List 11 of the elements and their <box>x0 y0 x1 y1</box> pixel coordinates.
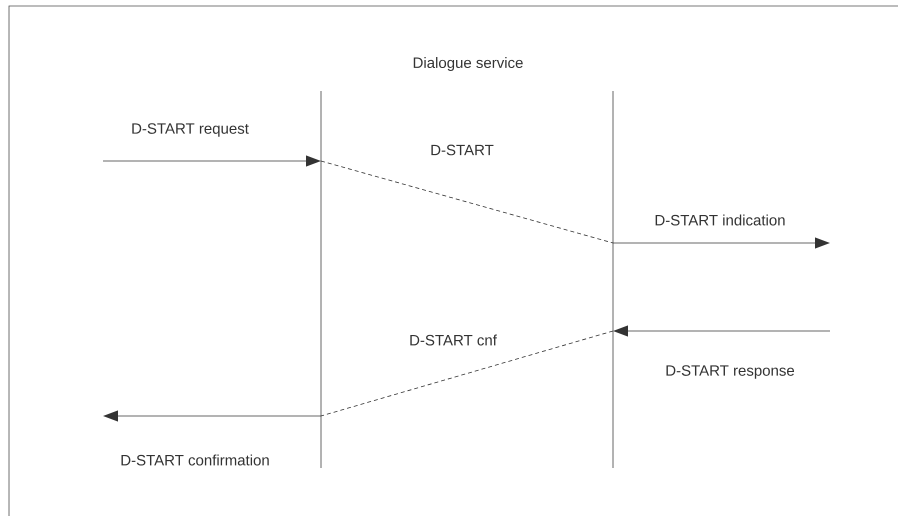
edge-label: D-START indication <box>653 213 787 226</box>
lifeline <box>612 90 614 468</box>
edge-label: D-START request <box>130 122 250 138</box>
dashed-line <box>320 330 614 416</box>
edge-label: D-START response <box>664 364 796 380</box>
edge-label: D-START cnf <box>408 334 498 346</box>
edge-label: D-START <box>429 144 495 156</box>
lifeline <box>320 90 322 468</box>
title: Dialogue service <box>414 57 523 71</box>
dashed-line <box>320 160 614 244</box>
edge-label: D-START confirmation <box>119 453 271 466</box>
